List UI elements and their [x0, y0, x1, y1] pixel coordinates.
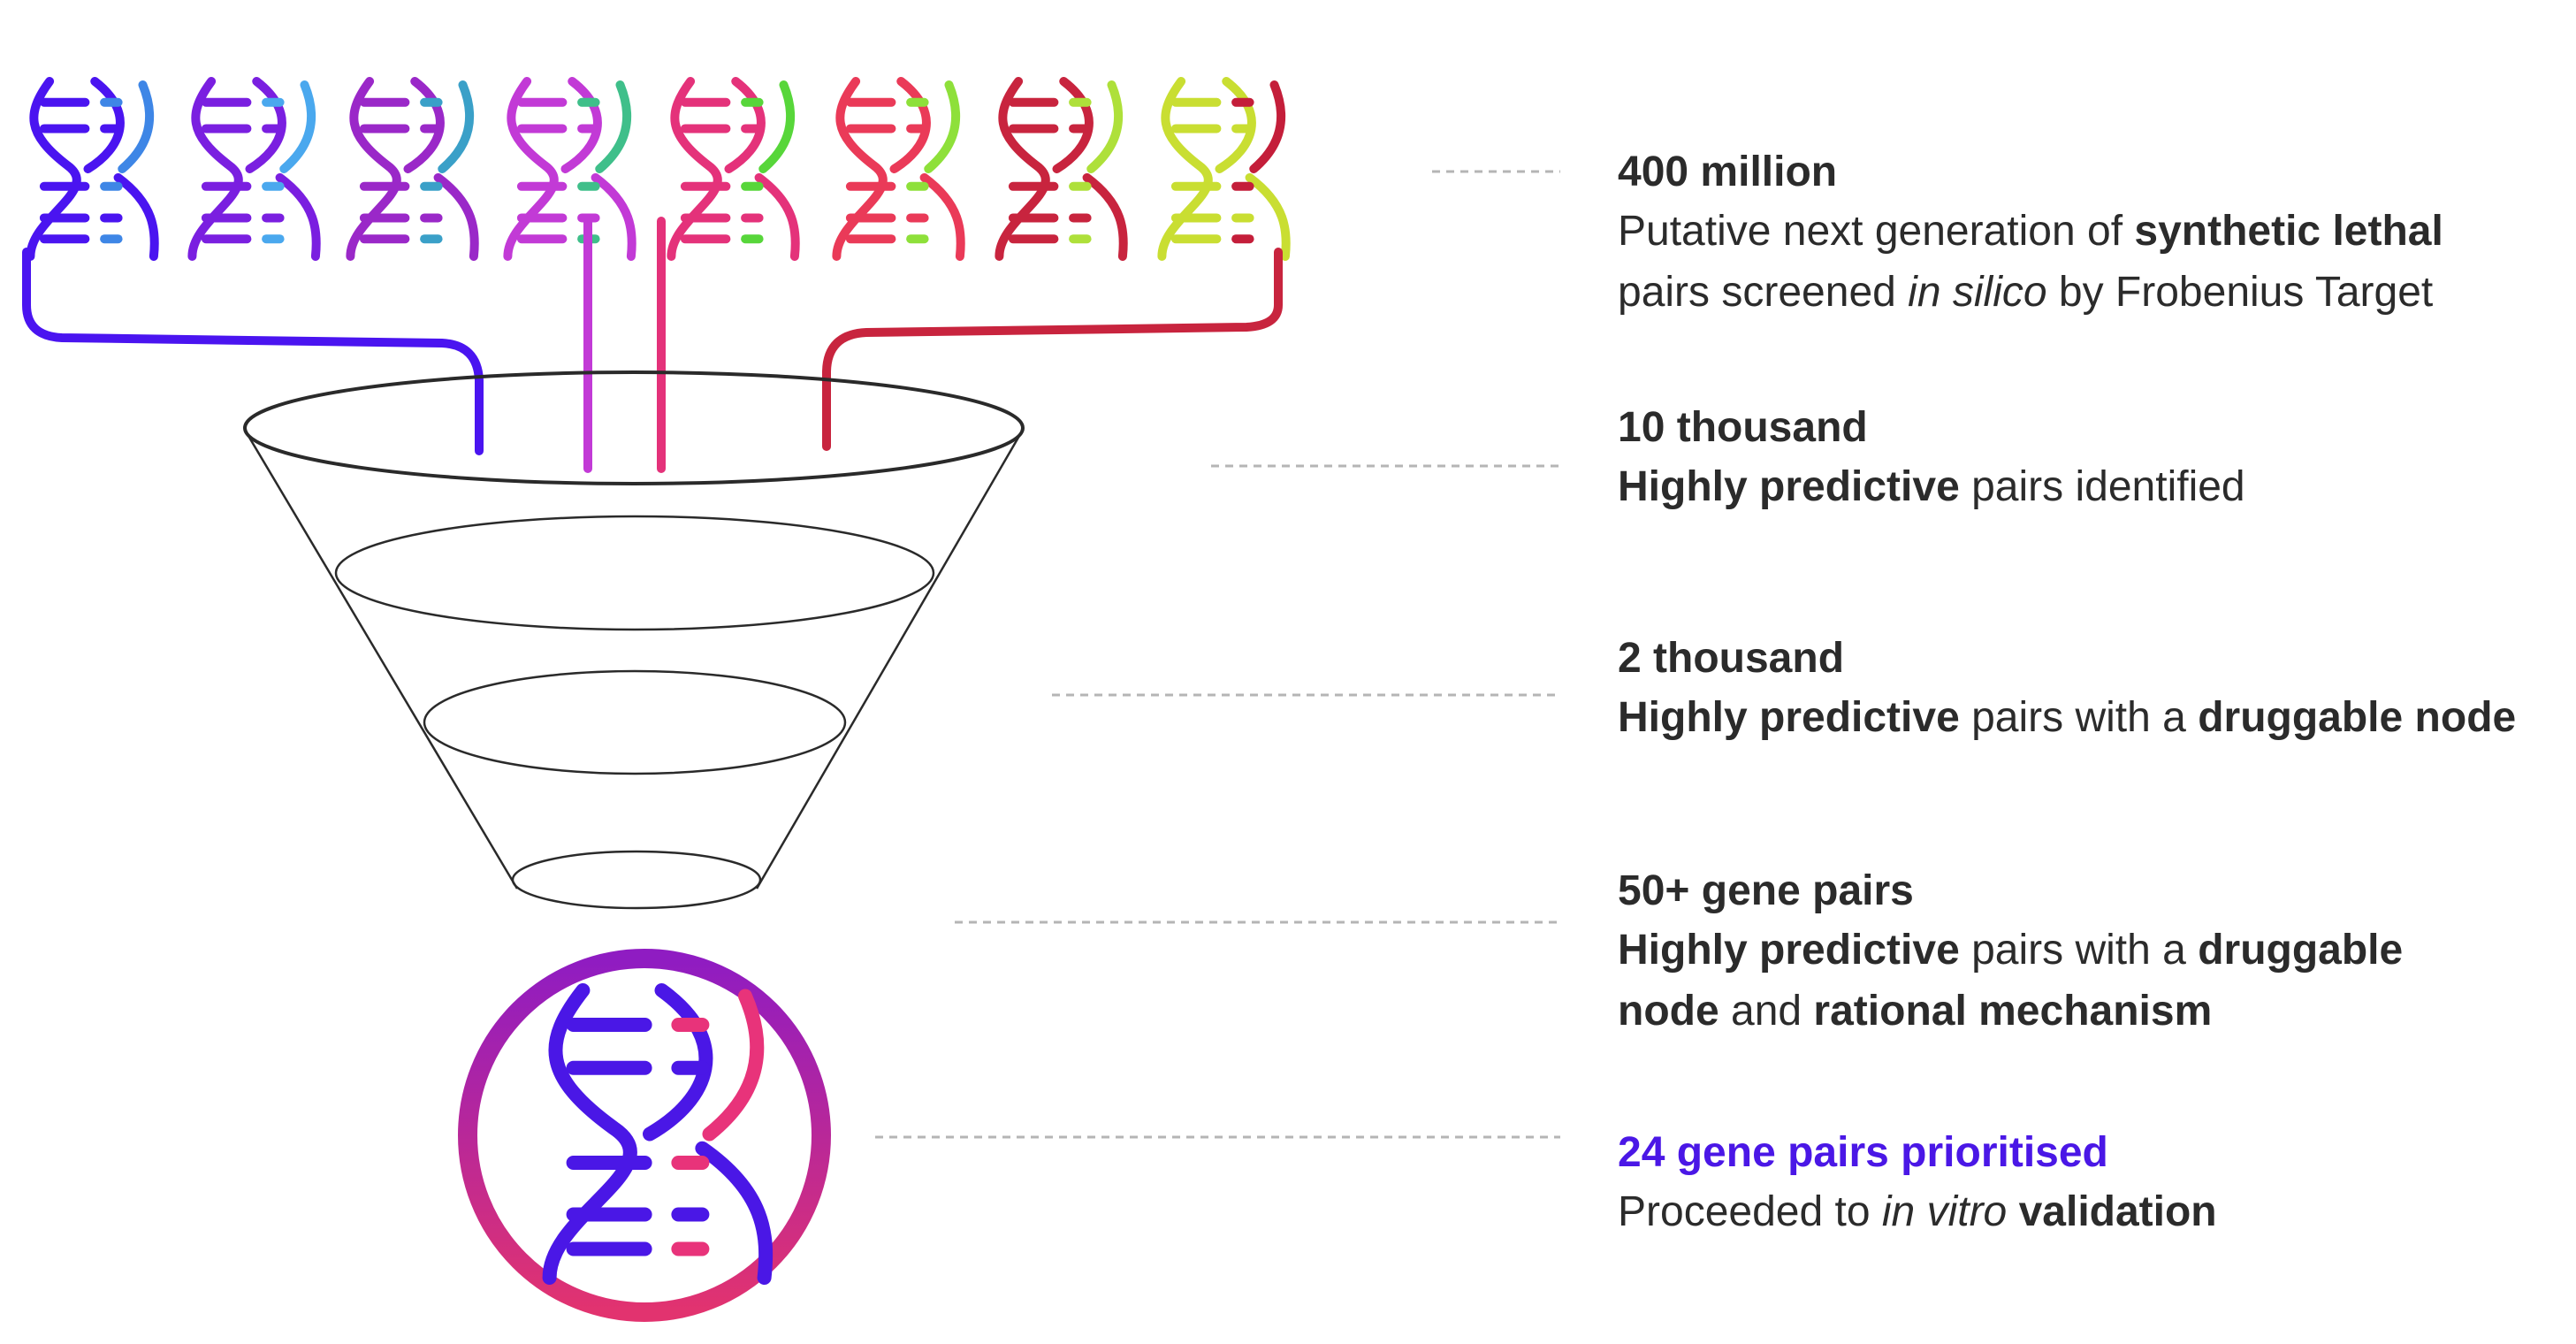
badge-dna: [542, 983, 774, 1285]
dna-backbone-left: [26, 77, 81, 261]
stage-line: pairs screened in silico by Frobenius Ta…: [1618, 262, 2443, 323]
funnel-layer-1: [334, 515, 935, 631]
dna-backbone-left: [542, 983, 637, 1285]
dna-backbone-left: [187, 77, 243, 261]
dna-accent-strand: [758, 80, 796, 173]
stage-title: 24 gene pairs prioritised: [1618, 1129, 2108, 1176]
text-run: pairs identified: [1959, 463, 2245, 510]
dna-icon: [503, 77, 636, 261]
dna-icon: [1157, 77, 1291, 261]
dna-backbone-lower: [1082, 172, 1128, 261]
dna-backbone-lower: [275, 172, 321, 261]
dna-backbone-left: [1157, 77, 1213, 261]
dna-icon: [995, 77, 1128, 261]
text-run: druggable: [2198, 927, 2404, 974]
stage-line: Putative next generation of synthetic le…: [1618, 201, 2443, 262]
dna-backbone-left: [503, 77, 559, 261]
dna-backbone-lower: [433, 172, 479, 261]
text-run: pairs with a: [1959, 927, 2199, 974]
stage-24-gene-pairs: 24 gene pairs prioritised Proceeded to i…: [1618, 1125, 2217, 1242]
dna-accent-strand: [702, 989, 765, 1142]
stage-line: Proceeded to in vitro validation: [1618, 1181, 2217, 1242]
dna-backbone-left: [667, 77, 722, 261]
dna-accent-strand: [438, 80, 475, 173]
dna-accent-strand: [1249, 80, 1286, 173]
connector-left: [22, 248, 484, 455]
text-run: Putative next generation of: [1618, 208, 2135, 255]
funnel-side-left: [247, 435, 519, 890]
dna-accent-strand: [595, 80, 632, 173]
stage-line: node and rational mechanism: [1618, 981, 2403, 1042]
stage-line: Highly predictive pairs with a druggable…: [1618, 687, 2516, 748]
text-run: Highly predictive: [1618, 927, 1960, 974]
funnel-side-right: [755, 435, 1021, 890]
dna-backbone-left: [832, 77, 888, 261]
text-run: pairs with a: [1959, 694, 2199, 741]
text-run: validation: [2007, 1188, 2217, 1235]
dna-accent-strand: [118, 80, 155, 173]
dna-icon: [346, 77, 479, 261]
stage-400-million: 400 million Putative next generation of …: [1618, 144, 2443, 323]
stage-2-thousand: 2 thousand Highly predictive pairs with …: [1618, 630, 2516, 748]
text-run: druggable node: [2198, 694, 2517, 741]
stage-title: 50+ gene pairs: [1618, 867, 1914, 914]
dna-backbone-lower: [754, 172, 800, 261]
stage-title: 400 million: [1618, 149, 1838, 195]
funnel-layer-2: [423, 669, 847, 775]
dna-backbone-lower: [695, 1141, 774, 1285]
funnel-layer-3: [511, 850, 762, 910]
text-run: and: [1719, 988, 1814, 1035]
stage-line: Highly predictive pairs identified: [1618, 456, 2245, 517]
dna-backbone-left: [346, 77, 401, 261]
dna-icon: [667, 77, 800, 261]
funnel-rim: [243, 370, 1025, 485]
screening-funnel: [243, 370, 1025, 910]
stage-10-thousand: 10 thousand Highly predictive pairs iden…: [1618, 400, 2245, 517]
dna-icon: [187, 77, 321, 261]
dna-backbone-lower: [591, 172, 636, 261]
text-run: Highly predictive: [1618, 463, 1960, 510]
stage-title: 10 thousand: [1618, 404, 1868, 451]
badge-ring: [458, 949, 831, 1322]
text-run: by Frobenius Target: [2046, 269, 2434, 316]
text-run: rational mechanism: [1813, 988, 2213, 1035]
dna-icon: [832, 77, 965, 261]
stage-50-gene-pairs: 50+ gene pairs Highly predictive pairs w…: [1618, 863, 2403, 1042]
dna-backbone-lower: [1245, 172, 1291, 261]
stage-line: Highly predictive pairs with a druggable: [1618, 920, 2403, 981]
dna-strand-row: [26, 77, 1291, 261]
text-run: in vitro: [1881, 1188, 2008, 1235]
dna-badge-icon: [458, 949, 831, 1322]
stage-title: 2 thousand: [1618, 635, 1845, 682]
connector-right: [822, 248, 1283, 451]
dna-accent-strand: [279, 80, 316, 173]
text-run: in silico: [1908, 269, 2047, 316]
text-run: pairs screened: [1618, 269, 1909, 316]
text-run: Highly predictive: [1618, 694, 1960, 741]
dna-accent-strand: [1086, 80, 1124, 173]
text-run: Proceeded to: [1618, 1188, 1882, 1235]
dna-accent-strand: [924, 80, 961, 173]
leader-lines: [875, 170, 1560, 1139]
strand-connectors: [22, 217, 1283, 473]
dna-backbone-left: [995, 77, 1050, 261]
text-run: synthetic lethal: [2134, 208, 2443, 255]
dna-backbone-lower: [113, 172, 159, 261]
dna-icon: [26, 77, 159, 261]
text-run: node: [1618, 988, 1719, 1035]
dna-backbone-lower: [919, 172, 965, 261]
